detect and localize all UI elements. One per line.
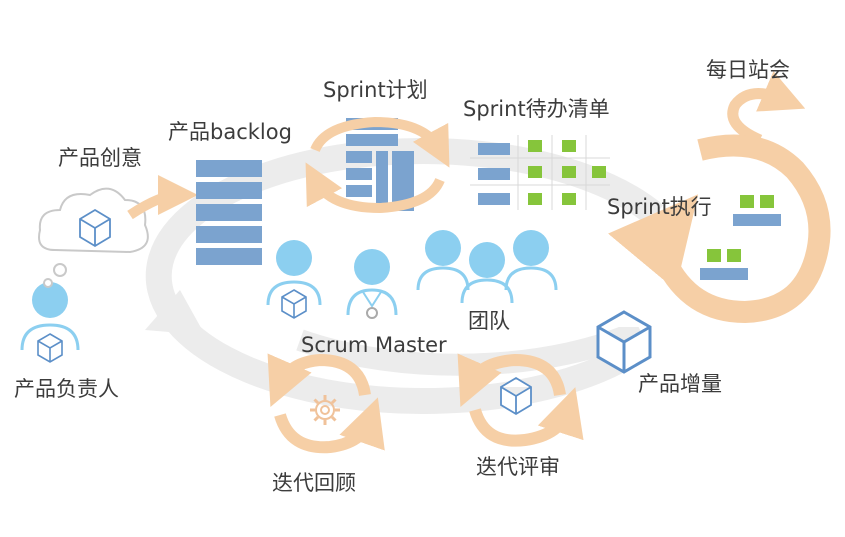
cube-icon (37, 333, 63, 363)
scrum-master-figure (346, 249, 398, 319)
product-increment-label: 产品增量 (638, 372, 722, 396)
cube-icon (500, 376, 532, 416)
gear-icon (310, 395, 340, 425)
sprint-backlog-grid (470, 135, 610, 210)
daily-standup-loop (727, 71, 806, 146)
product-owner-label: 产品负责人 (14, 377, 119, 401)
sprint-backlog-label: Sprint待办清单 (463, 97, 610, 121)
sprint-execution-loop (608, 134, 831, 324)
cycle-arrow-icon (305, 116, 450, 214)
sprint-planning-label: Sprint计划 (323, 78, 428, 102)
product-backlog-stack (196, 160, 262, 265)
product-owner-figure (20, 282, 80, 363)
sprint-retrospective-label: 迭代回顾 (272, 471, 356, 495)
sprint-execution-label: Sprint执行 (607, 195, 712, 219)
scrum-master-label: Scrum Master (301, 333, 447, 357)
cloud-icon (38, 187, 149, 288)
product-backlog-label: 产品backlog (168, 120, 292, 144)
idea-to-backlog-arrow (127, 175, 198, 220)
sprint-review-label: 迭代评审 (476, 455, 560, 479)
product-idea-label: 产品创意 (58, 146, 142, 170)
team-group-figure (416, 230, 558, 304)
cube-icon (79, 208, 111, 248)
cube-icon (596, 310, 652, 374)
sprint-retrospective-loop (267, 353, 385, 454)
team-label: 团队 (468, 309, 510, 333)
team-member-figure (266, 240, 322, 319)
cube-icon (281, 289, 307, 319)
sprint-review-loop (457, 353, 584, 447)
sprint-execution-tasks (700, 195, 781, 280)
daily-standup-label: 每日站会 (706, 58, 790, 82)
